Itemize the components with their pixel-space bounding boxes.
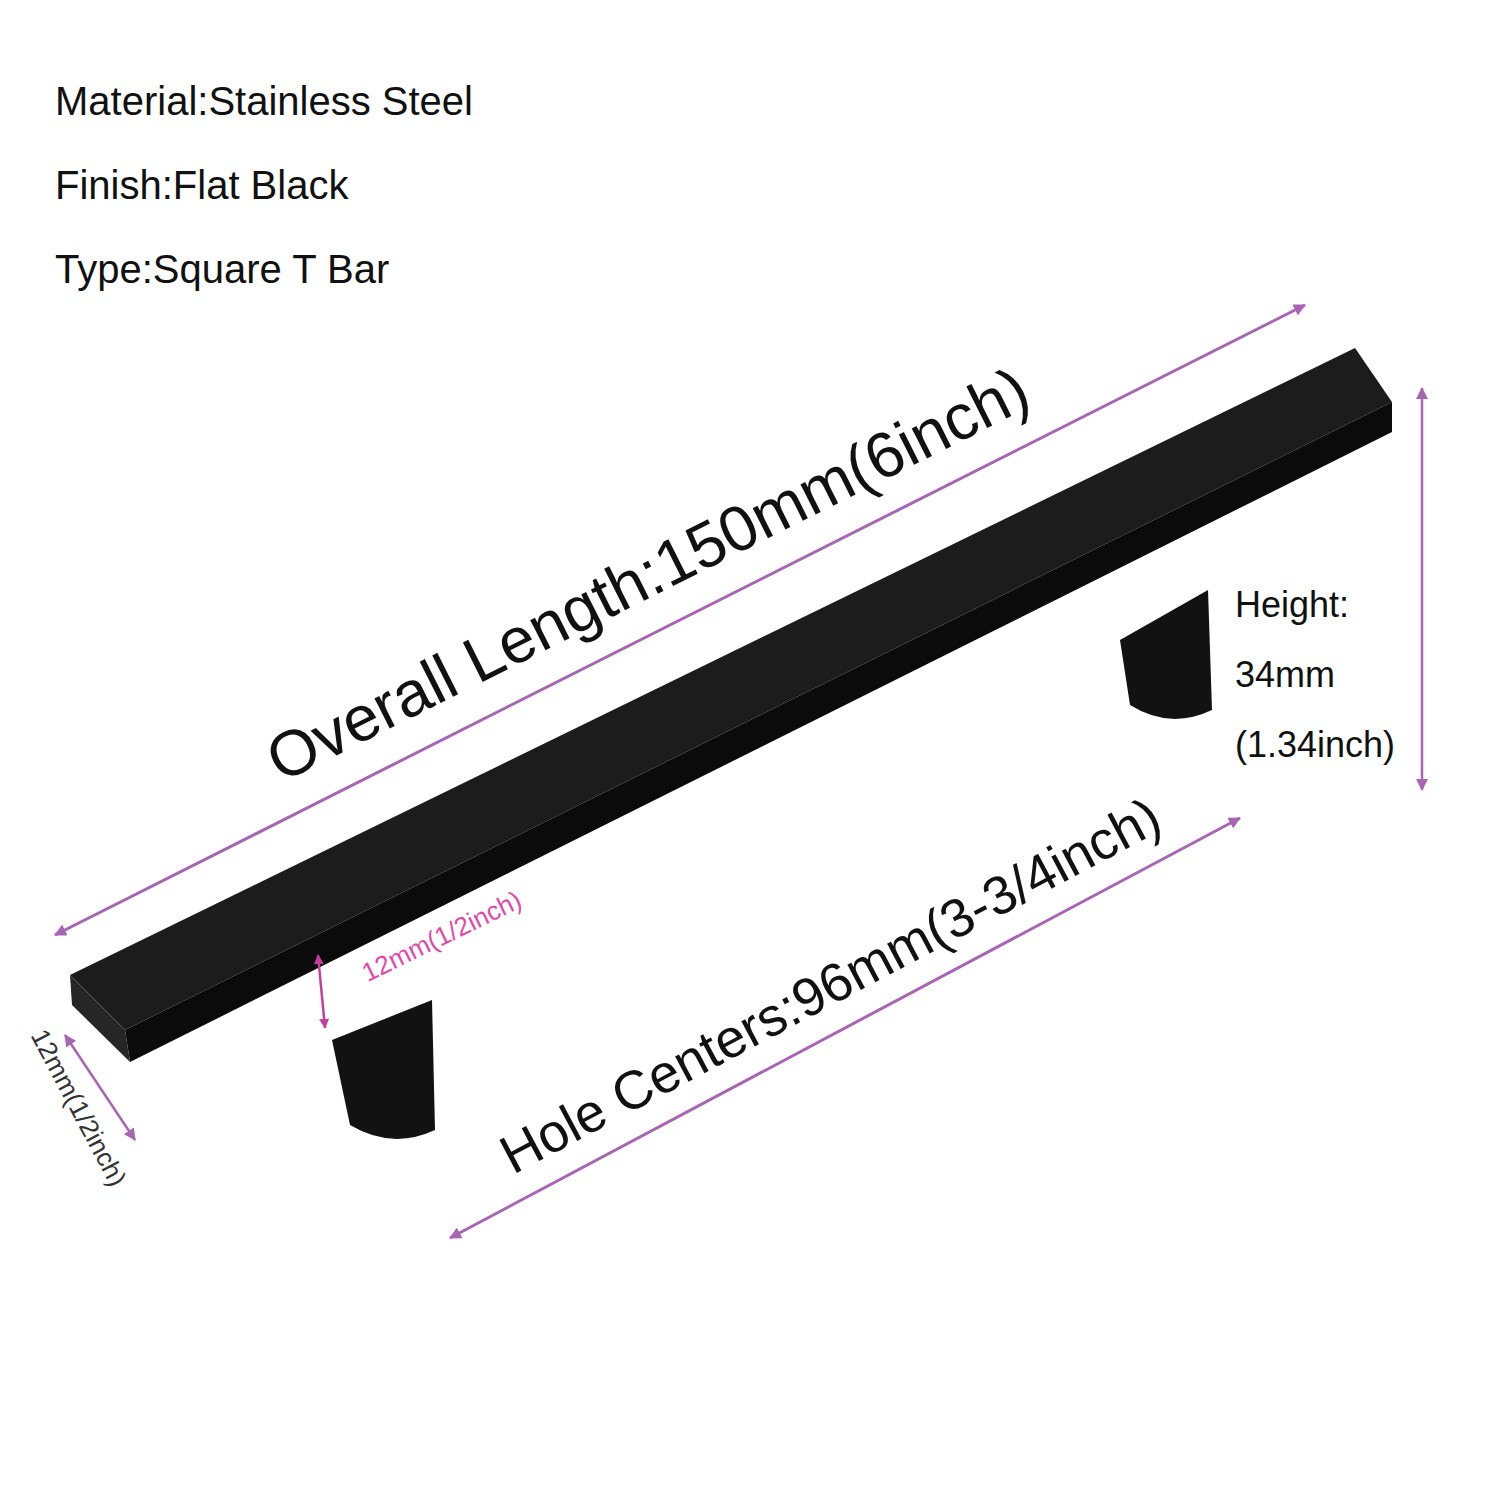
dimension-arrow bbox=[318, 955, 325, 1028]
dimension-arrow bbox=[450, 818, 1240, 1238]
handle-leg bbox=[332, 1000, 435, 1139]
spec-text: Type:Square T Bar bbox=[55, 246, 389, 292]
dimension-arrow bbox=[1421, 388, 1424, 790]
dimension-label: 12mm(1/2inch) bbox=[24, 1024, 132, 1191]
spec-text: Material:Stainless Steel bbox=[55, 78, 473, 124]
dimension-label: Height: 34mm (1.34inch) bbox=[1235, 570, 1415, 781]
spec-text: Finish:Flat Black bbox=[55, 162, 348, 208]
handle-leg bbox=[1120, 590, 1212, 719]
bar-top-face bbox=[70, 348, 1392, 1030]
bar-end-face bbox=[70, 975, 130, 1062]
dimension-label: Hole Centers:96mm(3-3/4inch) bbox=[489, 784, 1170, 1185]
